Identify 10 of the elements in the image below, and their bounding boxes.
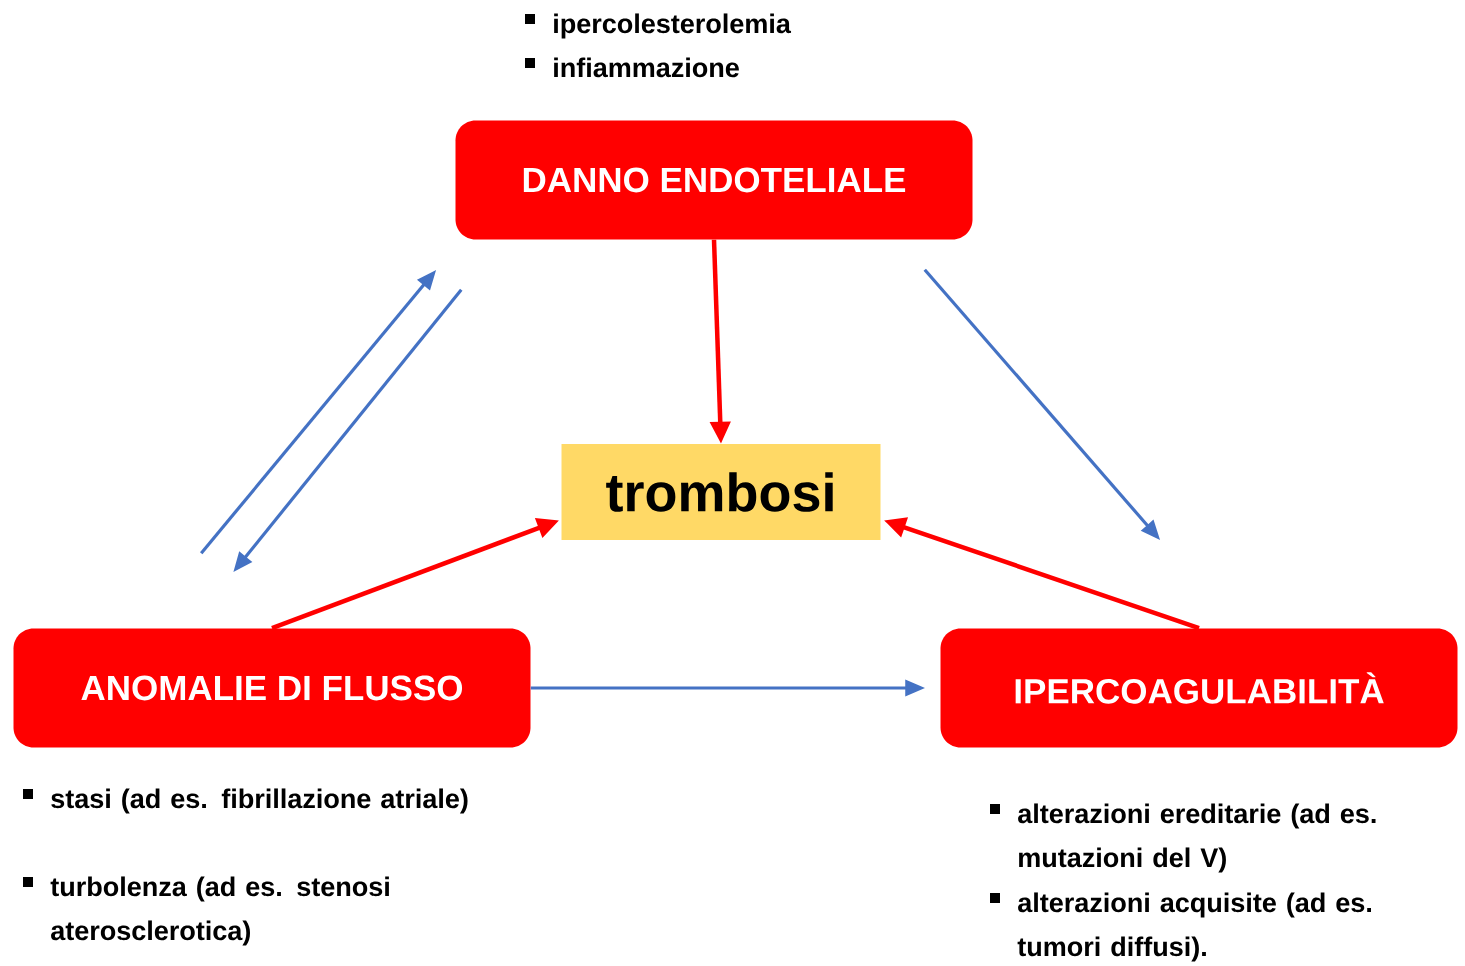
bullet-text: alterazioni ereditarie (ad es. mutazioni del V): [1018, 803, 1376, 873]
cause-box: ANOMALIE DI FLUSSO: [13, 628, 531, 748]
cause-box: DANNO ENDOTELIALE: [455, 120, 973, 240]
bullet-text: infiammazione: [554, 57, 739, 78]
bullet-text: alterazioni acquisite (ad es. tumori diffusi).: [1017, 892, 1371, 962]
bullet-text: ipercolesterolemia: [554, 13, 792, 39]
cause-box: IPERCOAGULABILITÀ: [940, 628, 1458, 748]
bullet-text: turbolenza (ad es. stenosi aterosclerotica): [50, 876, 389, 946]
center-box: trombosi: [561, 444, 881, 540]
bullet-text: stasi (ad es. fibrillazione atriale): [51, 788, 468, 814]
